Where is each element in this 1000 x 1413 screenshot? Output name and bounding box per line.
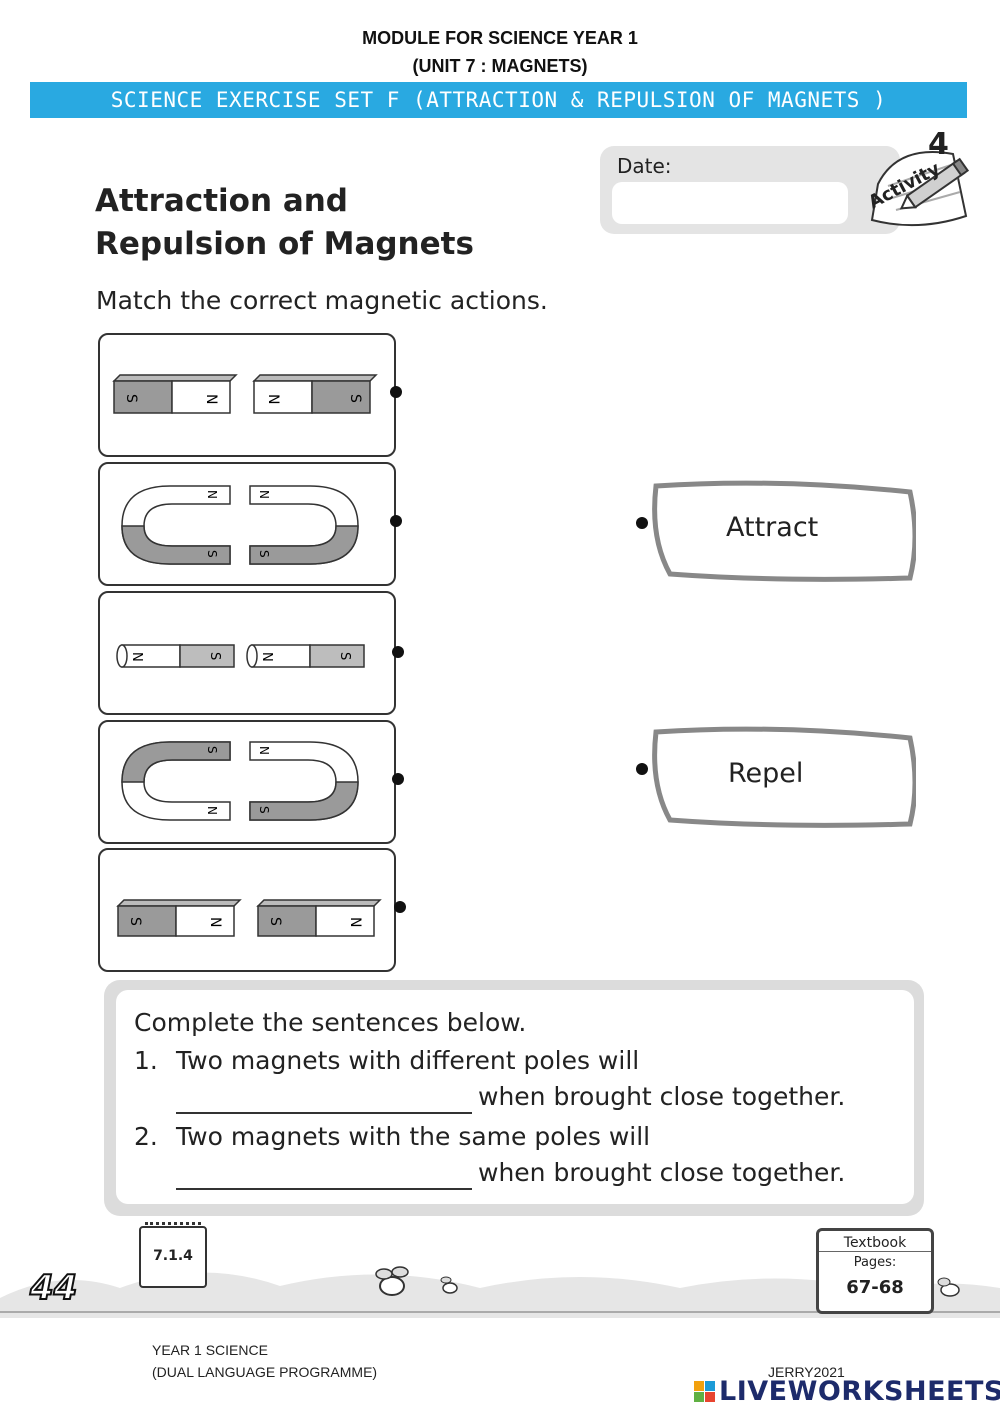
magnet-card-3[interactable]: N S N S	[98, 591, 396, 715]
logo-icon	[694, 1380, 715, 1402]
pole-label: N	[259, 652, 274, 662]
sentence-2-blank[interactable]	[176, 1164, 472, 1190]
sentence-1-ending: when brought close together.	[478, 1082, 846, 1111]
match-dot-4[interactable]	[392, 773, 404, 785]
sentence-2-ending: when brought close together.	[478, 1158, 846, 1187]
horseshoe-magnet-left: S N	[121, 741, 231, 821]
sentence-1-number: 1.	[134, 1046, 158, 1075]
pole-label: N	[257, 490, 271, 499]
bar-magnet-right: S N	[256, 899, 382, 937]
instruction-text: Match the correct magnetic actions.	[96, 286, 548, 315]
answer-label-attract: Attract	[726, 512, 819, 543]
unit-title: (UNIT 7 : MAGNETS)	[412, 56, 588, 76]
bee-icon	[375, 1266, 409, 1296]
answer-dot-attract[interactable]	[636, 517, 648, 529]
pole-label: S	[257, 806, 271, 814]
horseshoe-magnet-left: N S	[121, 485, 231, 565]
cylinder-magnet-left: N S	[116, 644, 235, 668]
pole-label: N	[203, 394, 219, 404]
match-dot-1[interactable]	[390, 386, 402, 398]
activity-badge: Activity 4	[865, 127, 970, 227]
cylinder-magnet-pair: N S N S	[116, 644, 365, 668]
liveworksheets-logo: LIVEWORKSHEETS	[694, 1374, 1000, 1408]
pole-label: N	[257, 746, 271, 755]
footer-author: JERRY2021	[768, 1364, 845, 1380]
bee-icon	[937, 1277, 960, 1297]
bee-icon	[440, 1276, 458, 1294]
bar-magnet-right: N S	[252, 374, 378, 414]
pole-label: S	[127, 917, 143, 926]
sentence-1-text: Two magnets with different poles will	[176, 1046, 640, 1075]
pencil-icon	[899, 157, 970, 210]
horseshoe-magnet-pair: S N N S	[121, 741, 359, 821]
magnet-card-5[interactable]: S N S N	[98, 848, 396, 972]
horseshoe-magnet-pair: N S N S	[121, 485, 359, 565]
pole-label: N	[207, 917, 223, 927]
page-number: 44	[29, 1267, 78, 1309]
horseshoe-magnet-right: N S	[249, 741, 359, 821]
textbook-label: Textbook	[819, 1235, 931, 1252]
cylinder-magnet-right: N S	[246, 644, 365, 668]
exercise-banner: SCIENCE EXERCISE SET F (ATTRACTION & REP…	[30, 82, 967, 118]
pole-label: N	[265, 394, 281, 404]
pages-range: 67-68	[846, 1277, 904, 1298]
logo-text: LIVEWORKSHEETS	[719, 1375, 1000, 1407]
standard-code: 7.1.4	[153, 1248, 193, 1264]
sentence-1-blank[interactable]	[176, 1088, 472, 1114]
answer-box-repel[interactable]: Repel	[648, 724, 916, 828]
date-field[interactable]	[612, 182, 848, 224]
magnet-card-2[interactable]: N S N S	[98, 462, 396, 586]
date-label: Date:	[617, 154, 672, 178]
bar-magnet-left: S N	[112, 374, 238, 414]
pole-label: S	[205, 550, 219, 558]
answer-dot-repel[interactable]	[636, 763, 648, 775]
title-line-2: Repulsion of Magnets	[95, 226, 474, 262]
magnet-card-4[interactable]: S N N S	[98, 720, 396, 844]
magnet-card-1[interactable]: S N N S	[98, 333, 396, 457]
footer-programme: (DUAL LANGUAGE PROGRAMME)	[152, 1364, 378, 1380]
match-dot-2[interactable]	[390, 515, 402, 527]
sentence-2-text: Two magnets with the same poles will	[176, 1122, 651, 1151]
pole-label: N	[347, 917, 363, 927]
bottom-decoration	[0, 1266, 1000, 1318]
sentence-2-number: 2.	[134, 1122, 158, 1151]
pole-label: S	[207, 652, 222, 660]
pole-label: S	[257, 550, 271, 558]
pole-label: N	[129, 652, 144, 662]
bar-magnet-pair: S N S N	[116, 899, 382, 937]
sentence-heading: Complete the sentences below.	[134, 1008, 527, 1037]
pages-label: Pages:	[853, 1255, 897, 1270]
pole-label: N	[205, 490, 219, 499]
pole-label: N	[205, 806, 219, 815]
pole-label: S	[267, 917, 283, 926]
pole-label: S	[337, 652, 352, 660]
pole-label: S	[205, 746, 219, 754]
answer-box-attract[interactable]: Attract	[648, 478, 916, 582]
answer-label-repel: Repel	[728, 758, 804, 789]
bar-magnet-left: S N	[116, 899, 242, 937]
title-line-1: Attraction and	[95, 183, 348, 219]
match-dot-5[interactable]	[394, 901, 406, 913]
standard-notepad: 7.1.4	[139, 1222, 207, 1288]
horseshoe-magnet-right: N S	[249, 485, 359, 565]
activity-number: 4	[928, 127, 949, 162]
match-dot-3[interactable]	[392, 646, 404, 658]
textbook-pages-board: Textbook Pages: 67-68	[816, 1228, 934, 1314]
bar-magnet-pair: S N N S	[112, 374, 378, 414]
module-title: MODULE FOR SCIENCE YEAR 1	[362, 28, 638, 48]
footer-subject: YEAR 1 SCIENCE	[152, 1342, 268, 1358]
worksheet-title: Attraction and Repulsion of Magnets	[95, 180, 474, 266]
pole-label: S	[123, 394, 139, 403]
pole-label: S	[347, 394, 363, 403]
